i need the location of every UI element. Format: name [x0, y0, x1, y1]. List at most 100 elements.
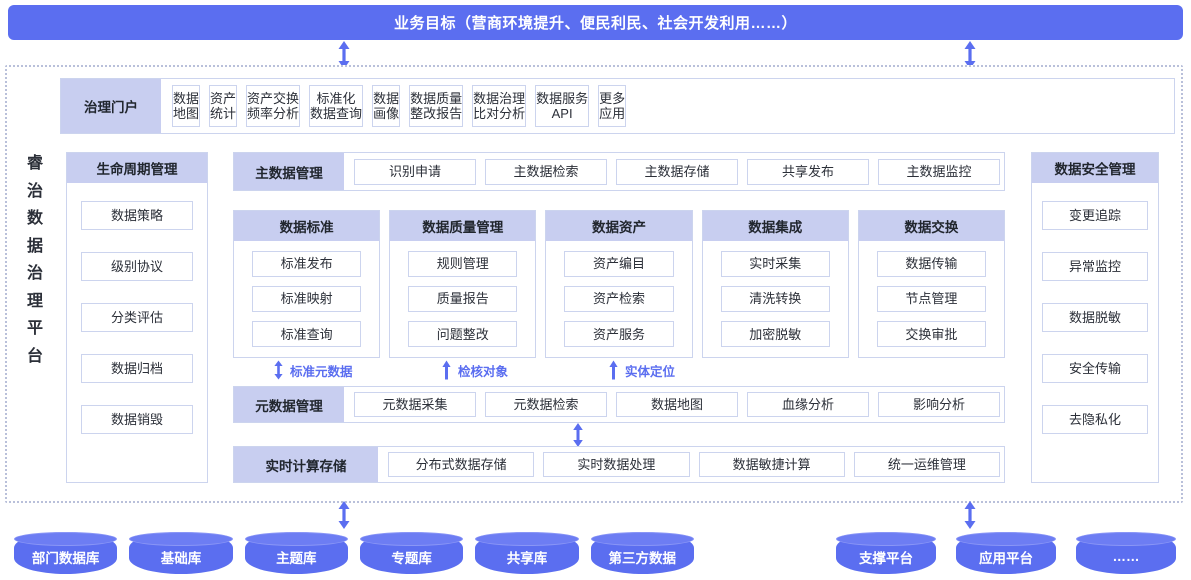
data-security-management-items: 变更追踪 异常监控 数据脱敏 安全传输 去隐私化	[1032, 183, 1158, 434]
metadata-item-data-map[interactable]: 数据地图	[616, 392, 738, 417]
asset-item-search[interactable]: 资产检索	[564, 285, 674, 312]
platform-title-char: 台	[26, 347, 43, 365]
chip-line-2: API	[551, 106, 573, 121]
data-security-management-panel: 数据安全管理 变更追踪 异常监控 数据脱敏 安全传输 去隐私化	[1031, 152, 1159, 483]
integration-item-cleaning-transform[interactable]: 清洗转换	[720, 285, 830, 312]
security-item-change-tracking[interactable]: 变更追踪	[1042, 201, 1148, 230]
arrow-label-text: 标准元数据	[290, 364, 353, 379]
domain-data-asset-items: 资产编目 资产检索 资产服务	[546, 241, 691, 357]
security-item-de-identification[interactable]: 去隐私化	[1042, 405, 1148, 434]
portal-app-asset-exchange-frequency[interactable]: 资产交换 频率分析	[246, 85, 301, 127]
realtime-compute-item-list: 分布式数据存储 实时数据处理 数据敏捷计算 统一运维管理	[382, 447, 1000, 482]
domain-data-asset: 数据资产 资产编目 资产检索 资产服务	[545, 210, 693, 358]
quality-item-quality-report[interactable]: 质量报告	[408, 285, 518, 312]
governance-portal-head: 治理门户	[61, 79, 161, 133]
database-label: 主题库	[276, 550, 317, 566]
exchange-item-data-transfer[interactable]: 数据传输	[876, 250, 987, 277]
arrow-label-text: 实体定位	[625, 364, 676, 379]
asset-item-cataloging[interactable]: 资产编目	[564, 250, 674, 277]
metadata-item-impact-analysis[interactable]: 影响分析	[878, 392, 1000, 417]
data-security-management-head: 数据安全管理	[1032, 153, 1158, 183]
lifecycle-management-items: 数据策略 级别协议 分类评估 数据归档 数据销毁	[67, 183, 207, 434]
chip-line-1: 资产交换	[247, 90, 300, 106]
master-item-master-data-storage[interactable]: 主数据存储	[616, 158, 738, 185]
chip-line-1: 更多	[599, 90, 626, 106]
domain-data-exchange-items: 数据传输 节点管理 交换审批	[859, 241, 1004, 357]
database-basic[interactable]: 基础库	[129, 532, 233, 574]
metadata-item-lineage-analysis[interactable]: 血缘分析	[747, 392, 869, 417]
lifecycle-item-data-strategy[interactable]: 数据策略	[81, 201, 193, 230]
integration-item-realtime-collection[interactable]: 实时采集	[720, 250, 830, 277]
database-label: 基础库	[160, 550, 202, 566]
realtime-compute-storage-panel: 实时计算存储 分布式数据存储 实时数据处理 数据敏捷计算 统一运维管理	[233, 446, 1005, 483]
database-application-platform[interactable]: 应用平台	[956, 532, 1056, 574]
arrow-up-icon	[442, 360, 451, 380]
compute-item-realtime-processing[interactable]: 实时数据处理	[543, 452, 690, 477]
compute-item-distributed-storage[interactable]: 分布式数据存储	[388, 452, 535, 477]
security-item-data-masking[interactable]: 数据脱敏	[1042, 303, 1148, 332]
business-goal-banner: 业务目标（营商环境提升、便民利民、社会开发利用……）	[8, 5, 1183, 40]
database-thematic[interactable]: 专题库	[359, 532, 464, 574]
platform-title-char: 平	[26, 320, 43, 338]
lifecycle-item-data-archiving[interactable]: 数据归档	[81, 354, 193, 383]
chip-line-1: 数据服务	[536, 90, 589, 106]
lifecycle-management-panel: 生命周期管理 数据策略 级别协议 分类评估 数据归档 数据销毁	[66, 152, 208, 483]
connector-arrow-banner-right	[964, 41, 976, 69]
standard-item-query[interactable]: 标准查询	[252, 321, 362, 348]
compute-item-agile-computing[interactable]: 数据敏捷计算	[698, 452, 845, 477]
metadata-item-search[interactable]: 元数据检索	[485, 392, 607, 417]
master-item-master-data-search[interactable]: 主数据检索	[485, 158, 607, 185]
quality-item-issue-remediation[interactable]: 问题整改	[408, 321, 518, 348]
master-item-identification-request[interactable]: 识别申请	[354, 158, 476, 185]
domain-data-integration: 数据集成 实时采集 清洗转换 加密脱敏	[701, 210, 849, 358]
lifecycle-management-head: 生命周期管理	[67, 153, 207, 183]
master-item-share-publish[interactable]: 共享发布	[747, 158, 869, 185]
database-shared[interactable]: 共享库	[475, 532, 579, 574]
connector-arrow-db-right	[964, 501, 976, 529]
portal-app-more[interactable]: 更多 应用	[598, 85, 627, 127]
governance-portal-app-list: 数据 地图 资产 统计 资产交换 频率分析 标准化 数据查询 数据 画像 数据质…	[166, 79, 1170, 133]
chip-line-2: 频率分析	[247, 106, 300, 121]
portal-app-asset-statistics[interactable]: 资产 统计	[209, 85, 238, 127]
lifecycle-item-data-destruction[interactable]: 数据销毁	[81, 405, 193, 434]
connector-arrow-metadata-compute	[573, 423, 583, 447]
portal-app-data-profile[interactable]: 数据 画像	[372, 85, 401, 127]
exchange-item-exchange-approval[interactable]: 交换审批	[876, 321, 987, 348]
security-item-secure-transmission[interactable]: 安全传输	[1042, 354, 1148, 383]
domain-data-quality: 数据质量管理 规则管理 质量报告 问题整改	[389, 210, 537, 358]
master-data-management-head: 主数据管理	[234, 153, 344, 190]
database-support-platform[interactable]: 支撑平台	[836, 532, 936, 574]
database-department[interactable]: 部门数据库	[14, 532, 118, 574]
lifecycle-item-service-level-agreement[interactable]: 级别协议	[81, 252, 193, 281]
arrow-label-text: 检核对象	[458, 364, 509, 379]
database-label: 支撑平台	[859, 550, 913, 566]
domain-data-asset-head: 数据资产	[546, 211, 692, 241]
asset-item-service[interactable]: 资产服务	[564, 321, 674, 348]
arrow-bidirectional-icon	[274, 360, 283, 380]
portal-app-data-map[interactable]: 数据 地图	[172, 85, 201, 127]
database-third-party[interactable]: 第三方数据	[590, 532, 695, 574]
arrow-label-audit-object: 检核对象	[441, 360, 508, 380]
chip-line-2: 画像	[373, 106, 400, 121]
chip-line-2: 比对分析	[473, 106, 526, 121]
database-more[interactable]: ……	[1076, 532, 1176, 574]
domain-data-quality-items: 规则管理 质量报告 问题整改	[390, 241, 535, 357]
portal-app-governance-comparison[interactable]: 数据治理 比对分析	[472, 85, 527, 127]
compute-item-unified-ops[interactable]: 统一运维管理	[853, 452, 1000, 477]
chip-line-1: 数据	[173, 90, 200, 106]
portal-app-standardized-query[interactable]: 标准化 数据查询	[309, 85, 364, 127]
master-item-master-data-monitoring[interactable]: 主数据监控	[878, 158, 1000, 185]
standard-item-mapping[interactable]: 标准映射	[252, 285, 362, 312]
lifecycle-item-classification-assessment[interactable]: 分类评估	[81, 303, 193, 332]
exchange-item-node-management[interactable]: 节点管理	[876, 285, 987, 312]
chip-line-1: 标准化	[316, 90, 356, 106]
standard-item-publish[interactable]: 标准发布	[252, 250, 362, 277]
security-item-anomaly-monitoring[interactable]: 异常监控	[1042, 252, 1148, 281]
portal-app-quality-report[interactable]: 数据质量 整改报告	[409, 85, 464, 127]
portal-app-data-service-api[interactable]: 数据服务 API	[535, 85, 590, 127]
platform-title-char: 治	[26, 182, 43, 200]
metadata-item-collection[interactable]: 元数据采集	[354, 392, 476, 417]
database-subject[interactable]: 主题库	[244, 532, 349, 574]
integration-item-encryption-masking[interactable]: 加密脱敏	[720, 321, 830, 348]
quality-item-rule-management[interactable]: 规则管理	[408, 250, 518, 277]
